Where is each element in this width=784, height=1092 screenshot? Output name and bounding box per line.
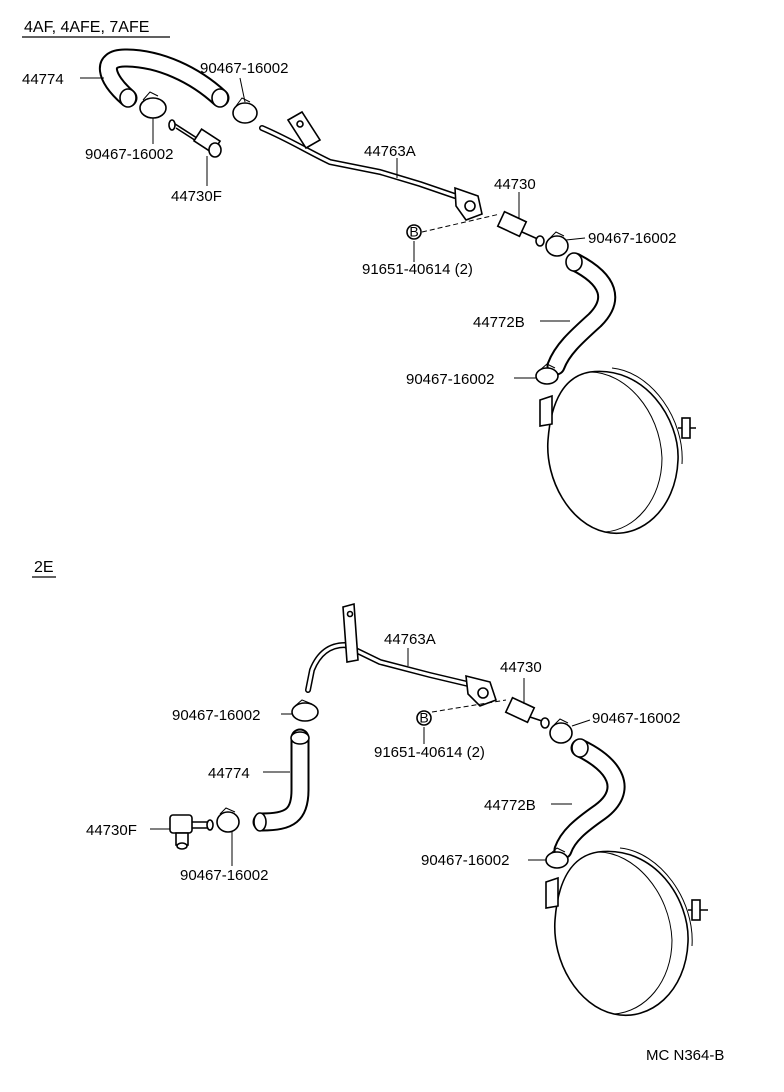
bolt-ref-letter: B [419, 710, 428, 726]
union-44730 [496, 210, 545, 247]
hose-clamp [549, 718, 573, 744]
label-bolt: 91651-40614 (2) [362, 261, 473, 278]
check-valve-44730f [168, 119, 222, 158]
hose-clamp [232, 97, 258, 124]
hose-44772b [546, 252, 617, 376]
pipe-44763a [259, 110, 483, 221]
brake-booster [539, 367, 696, 535]
hose-44772b [553, 738, 626, 860]
section-4af-4afe-7afe: 4AF, 4AFE, 7AFE [22, 19, 696, 535]
check-valve-44730f [169, 814, 214, 850]
section-header: 4AF, 4AFE, 7AFE [24, 19, 149, 36]
leader-line [571, 719, 591, 727]
label-44772b: 44772B [473, 314, 525, 331]
hose-44774 [98, 48, 230, 108]
bolt-ref-letter: B [409, 224, 418, 240]
bolt-dashed-line [421, 213, 501, 233]
label-44772b: 44772B [484, 797, 536, 814]
hose-clamp [216, 807, 240, 833]
label-clamp: 90467-16002 [180, 867, 268, 884]
bolt-ref-circle [416, 710, 432, 726]
diagram-code: MC N364-B [646, 1047, 724, 1064]
label-44774: 44774 [22, 71, 64, 88]
label-44730: 44730 [494, 176, 536, 193]
leader-line [565, 237, 586, 241]
section-header: 2E [34, 559, 54, 576]
hose-clamp [545, 231, 569, 257]
hose-clamp [535, 363, 559, 385]
label-clamp: 90467-16002 [588, 230, 676, 247]
label-bolt: 91651-40614 (2) [374, 744, 485, 761]
label-clamp: 90467-16002 [200, 60, 288, 77]
pipe-44763a [305, 602, 498, 707]
label-clamp: 90467-16002 [592, 710, 680, 727]
label-clamp: 90467-16002 [406, 371, 494, 388]
leader-line [239, 77, 246, 103]
label-44774: 44774 [208, 765, 250, 782]
hose-clamp [291, 699, 319, 722]
section-2e: 2E [32, 559, 708, 1017]
hose-44774 [252, 728, 310, 832]
hose-clamp [139, 91, 167, 119]
label-44730f: 44730F [171, 188, 222, 205]
bolt-ref-circle [406, 224, 422, 240]
label-44730f: 44730F [86, 822, 137, 839]
label-44763a: 44763A [384, 631, 436, 648]
union-44730 [504, 696, 550, 729]
label-clamp: 90467-16002 [421, 852, 509, 869]
label-clamp: 90467-16002 [172, 707, 260, 724]
bolt-dashed-line [431, 699, 507, 713]
brake-booster [545, 847, 708, 1017]
label-44763a: 44763A [364, 143, 416, 160]
label-44730: 44730 [500, 659, 542, 676]
label-clamp: 90467-16002 [85, 146, 173, 163]
